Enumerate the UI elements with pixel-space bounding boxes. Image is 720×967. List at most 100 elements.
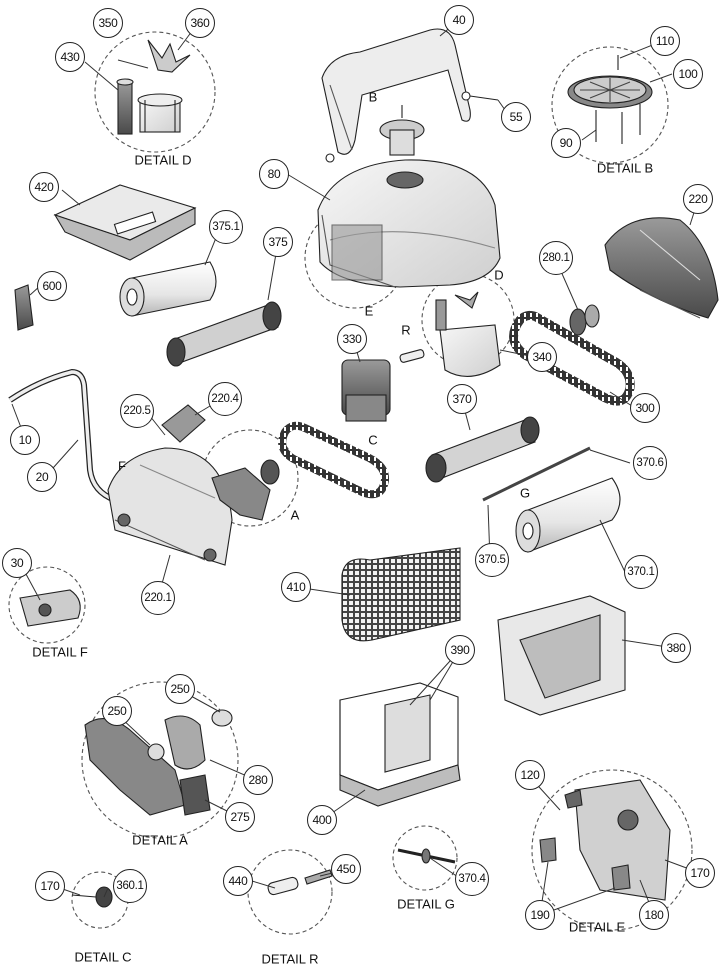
belt-300 — [509, 310, 635, 406]
callout-90: 90 — [551, 128, 581, 158]
callout-30: 30 — [2, 548, 32, 578]
filter-cap — [567, 55, 653, 144]
callout-110: 110 — [650, 26, 680, 56]
liner-380 — [497, 595, 626, 716]
part-220-4 — [161, 404, 206, 443]
pin-r — [399, 349, 425, 363]
callout-390: 390 — [445, 635, 475, 665]
callout-220: 220 — [683, 184, 713, 214]
callout-80: 80 — [259, 159, 289, 189]
detail-r-label: DETAIL R — [261, 951, 319, 967]
callout-55: 55 — [501, 102, 531, 132]
callout-180: 180 — [639, 900, 669, 930]
callout-370-6: 370.6 — [633, 446, 667, 480]
callout-340: 340 — [527, 342, 557, 372]
foam-roller-370-1 — [515, 477, 621, 553]
callout-370: 370 — [447, 384, 477, 414]
frame-400 — [339, 682, 461, 807]
main-housing — [317, 159, 501, 288]
callout-250-b: 250 — [165, 674, 195, 704]
callout-440: 440 — [223, 866, 253, 896]
detail-c-label: DETAIL C — [74, 949, 132, 965]
letter-e: E — [364, 303, 374, 319]
callout-10: 10 — [10, 425, 40, 455]
callout-280: 280 — [243, 765, 273, 795]
impeller-assembly — [116, 39, 191, 135]
callout-360: 360 — [185, 8, 215, 38]
callout-420: 420 — [29, 172, 59, 202]
top-filter — [379, 105, 425, 156]
detail-f-circle — [8, 566, 86, 644]
detail-d-circle — [94, 31, 216, 153]
side-panel-220 — [604, 217, 719, 319]
detail-r-parts — [267, 869, 333, 896]
callout-190: 190 — [525, 900, 555, 930]
callout-400: 400 — [307, 805, 337, 835]
detail-g-circle — [392, 825, 458, 891]
side-panel-220-1 — [107, 447, 233, 566]
callout-450: 450 — [331, 854, 361, 884]
callout-170-e: 170 — [685, 858, 715, 888]
callout-330: 330 — [337, 324, 367, 354]
callout-220-5: 220.5 — [120, 394, 154, 428]
pump-motor-340 — [435, 291, 501, 377]
top-cover — [53, 184, 197, 261]
letter-c: C — [368, 432, 378, 448]
callout-375-1: 375.1 — [209, 210, 243, 244]
callout-430: 430 — [55, 42, 85, 72]
hose-20 — [8, 368, 126, 506]
callout-370-1: 370.1 — [624, 555, 658, 589]
callout-370-5: 370.5 — [475, 543, 509, 577]
callout-380: 380 — [661, 633, 691, 663]
callout-275: 275 — [225, 802, 255, 832]
drive-roller-370 — [425, 416, 540, 483]
detail-d-label: DETAIL D — [134, 152, 192, 168]
detail-f-label: DETAIL F — [32, 644, 88, 660]
shaft-370-6 — [482, 446, 591, 502]
detail-c-parts — [71, 886, 113, 908]
callout-250-a: 250 — [102, 696, 132, 726]
callout-375: 375 — [263, 227, 293, 257]
letter-f: F — [118, 458, 126, 474]
callout-300: 300 — [630, 393, 660, 423]
callout-410: 410 — [281, 572, 311, 602]
drive-roller-375 — [166, 301, 282, 367]
detail-a-label: DETAIL A — [132, 832, 188, 848]
callout-600: 600 — [37, 271, 67, 301]
callout-120: 120 — [515, 760, 545, 790]
callout-20: 20 — [27, 462, 57, 492]
callout-100: 100 — [673, 59, 703, 89]
callout-220-1: 220.1 — [141, 581, 175, 615]
detail-e-parts — [539, 779, 671, 901]
callout-40: 40 — [444, 5, 474, 35]
letter-a: A — [290, 507, 300, 523]
callout-360-1: 360.1 — [113, 869, 147, 903]
bracket-a — [211, 459, 280, 521]
callout-170-c: 170 — [35, 871, 65, 901]
filter-basket-410 — [341, 547, 461, 642]
callout-350: 350 — [93, 8, 123, 38]
detail-f-parts — [19, 589, 81, 627]
belt-left — [278, 421, 390, 499]
callout-280-1: 280.1 — [539, 241, 573, 275]
callout-220-4: 220.4 — [208, 382, 242, 416]
motor-330 — [341, 359, 391, 422]
letter-g: G — [519, 485, 531, 501]
callout-370-4: 370.4 — [455, 862, 489, 896]
letter-r: R — [401, 322, 411, 338]
detail-g-parts — [397, 848, 456, 864]
pulley-280-1 — [569, 304, 600, 336]
detail-a-parts — [84, 709, 233, 816]
detail-a-circle — [81, 681, 239, 839]
detail-r-circle — [247, 849, 333, 935]
foam-roller-375-1 — [119, 261, 217, 317]
detail-b-circle — [551, 46, 669, 164]
handle — [321, 28, 499, 163]
small-clip — [14, 284, 34, 331]
detail-e-label: DETAIL E — [568, 919, 626, 935]
detail-g-label: DETAIL G — [397, 896, 455, 912]
letter-d: D — [494, 267, 504, 283]
detail-e-circle — [531, 769, 693, 931]
